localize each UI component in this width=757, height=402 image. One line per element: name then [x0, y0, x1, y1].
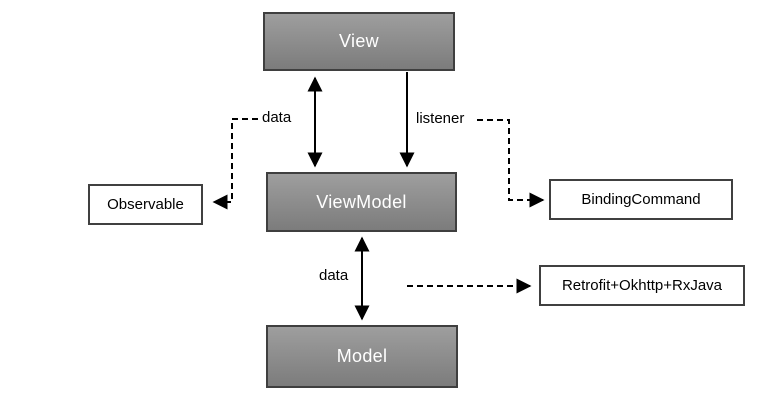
- model-node: Model: [266, 325, 458, 388]
- bindingcommand-node-label: BindingCommand: [581, 191, 701, 208]
- listener-bindingcommand-dashed-connector: [477, 119, 545, 208]
- data-edge-label-middle: data: [319, 267, 349, 284]
- data-observable-dashed-connector: [212, 118, 258, 210]
- view-node: View: [263, 12, 455, 71]
- data-edge-label-top: data: [262, 109, 292, 126]
- listener-edge-label: listener: [416, 110, 465, 127]
- retrofit-node-label: Retrofit+Okhttp+RxJava: [561, 277, 723, 294]
- observable-node-label: Observable: [107, 196, 184, 213]
- viewmodel-node: ViewModel: [266, 172, 457, 232]
- retrofit-node: Retrofit+Okhttp+RxJava: [539, 265, 745, 306]
- viewmodel-node-label: ViewModel: [316, 191, 407, 212]
- view-node-label: View: [339, 31, 379, 51]
- observable-node: Observable: [88, 184, 203, 225]
- bindingcommand-node: BindingCommand: [549, 179, 733, 220]
- model-node-label: Model: [336, 346, 388, 366]
